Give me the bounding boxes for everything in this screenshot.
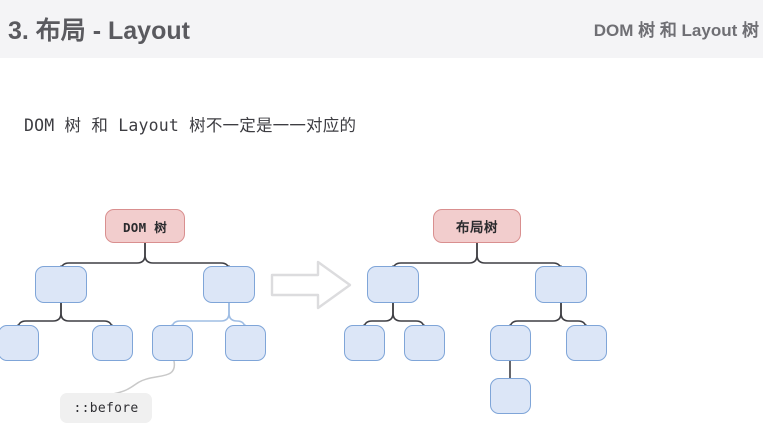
callout-connector-line [105,360,176,397]
dom-tree-root-label: DOM 树 [122,219,168,235]
layout-tree-node-1[interactable] [367,266,419,303]
layout-tree-node-2[interactable] [535,266,587,303]
dom-tree-leaf-1[interactable] [0,325,39,361]
layout-tree-leaf-4[interactable] [566,325,607,361]
dom-tree-node-2[interactable] [203,266,255,303]
transform-arrow-icon [270,260,352,310]
header-subtitle: DOM 树 和 Layout 树 [593,21,759,40]
layout-tree-extra-node[interactable] [490,378,531,414]
dom-tree-leaf-3[interactable] [152,325,193,361]
dom-tree-leaf-4[interactable] [225,325,266,361]
dom-tree-node-1[interactable] [35,266,87,303]
slide-header: 3. 布局 - Layout DOM 树 和 Layout 树 [0,0,763,58]
layout-tree-leaf-2[interactable] [404,325,445,361]
page-title: 3. 布局 - Layout [8,17,190,45]
layout-tree-root-label: 布局树 [456,220,498,235]
layout-tree-root[interactable]: 布局树 [433,209,521,243]
slide-caption: DOM 树 和 Layout 树不一定是一一对应的 [24,116,357,135]
layout-tree-leaf-3[interactable] [490,325,531,361]
pseudo-element-callout[interactable]: ::before [60,393,152,423]
dom-tree-leaf-2[interactable] [92,325,133,361]
layout-tree-leaf-1[interactable] [344,325,385,361]
pseudo-element-callout-label: ::before [73,400,139,416]
dom-tree-root[interactable]: DOM 树 [105,209,185,243]
